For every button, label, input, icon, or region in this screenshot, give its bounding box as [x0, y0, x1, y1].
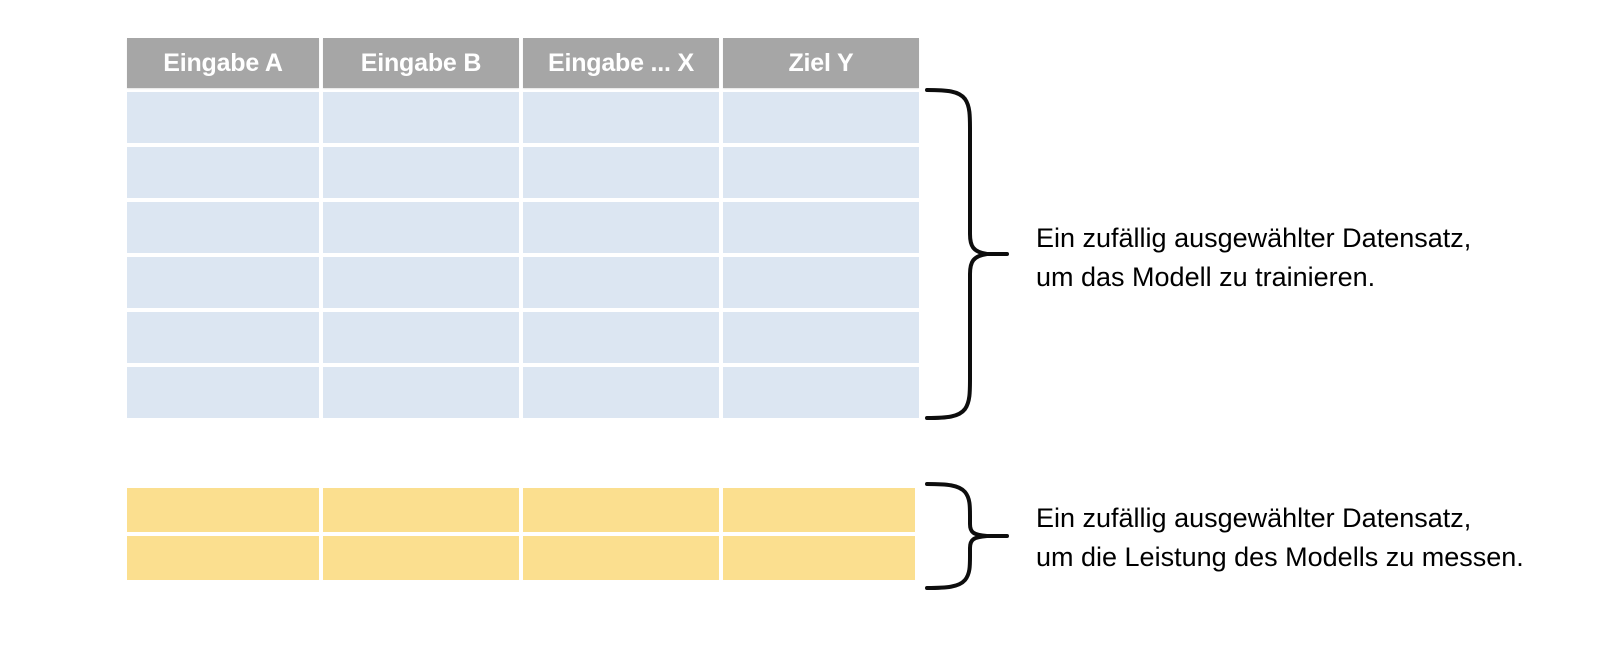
column-header-eingabe-a: Eingabe A	[127, 38, 319, 88]
table-cell	[723, 92, 919, 143]
table-row	[127, 147, 919, 198]
table-cell	[723, 147, 919, 198]
table-cell	[323, 536, 519, 580]
table-cell	[323, 257, 519, 308]
table-cell	[323, 367, 519, 418]
table-cell	[323, 488, 519, 532]
training-dataset-table: Eingabe A Eingabe B Eingabe ... X Ziel Y	[127, 38, 919, 418]
table-row	[127, 312, 919, 363]
curly-brace-train	[925, 86, 1009, 422]
test-table-body	[127, 488, 915, 580]
table-row	[127, 202, 919, 253]
table-cell	[523, 312, 719, 363]
table-cell	[723, 257, 919, 308]
table-row	[127, 257, 919, 308]
table-cell	[127, 312, 319, 363]
training-table-body	[127, 92, 919, 418]
table-row	[127, 536, 915, 580]
table-cell	[523, 257, 719, 308]
table-cell	[127, 147, 319, 198]
annotation-training-dataset: Ein zufällig ausgewählter Datensatz, um …	[1036, 223, 1472, 292]
table-cell	[523, 92, 719, 143]
table-cell	[523, 147, 719, 198]
table-cell	[723, 312, 919, 363]
table-cell	[323, 202, 519, 253]
column-header-eingabe-x: Eingabe ... X	[523, 38, 719, 88]
table-cell	[127, 367, 319, 418]
table-row	[127, 367, 919, 418]
table-cell	[127, 202, 319, 253]
annotation-test-dataset: Ein zufällig ausgewählter Datensatz, um …	[1036, 503, 1524, 572]
table-cell	[127, 488, 319, 532]
table-cell	[523, 367, 719, 418]
table-cell	[323, 312, 519, 363]
table-cell	[723, 202, 919, 253]
table-cell	[323, 147, 519, 198]
table-cell	[723, 536, 915, 580]
column-header-eingabe-b: Eingabe B	[323, 38, 519, 88]
table-cell	[323, 92, 519, 143]
table-cell	[523, 488, 719, 532]
test-dataset-table	[127, 488, 915, 580]
table-cell	[523, 536, 719, 580]
table-cell	[723, 488, 915, 532]
table-row	[127, 488, 915, 532]
curly-brace-test	[925, 480, 1009, 592]
table-cell	[127, 92, 319, 143]
table-row	[127, 92, 919, 143]
table-cell	[523, 202, 719, 253]
column-header-ziel-y: Ziel Y	[723, 38, 919, 88]
table-header-row: Eingabe A Eingabe B Eingabe ... X Ziel Y	[127, 38, 919, 88]
table-cell	[723, 367, 919, 418]
table-cell	[127, 536, 319, 580]
table-cell	[127, 257, 319, 308]
